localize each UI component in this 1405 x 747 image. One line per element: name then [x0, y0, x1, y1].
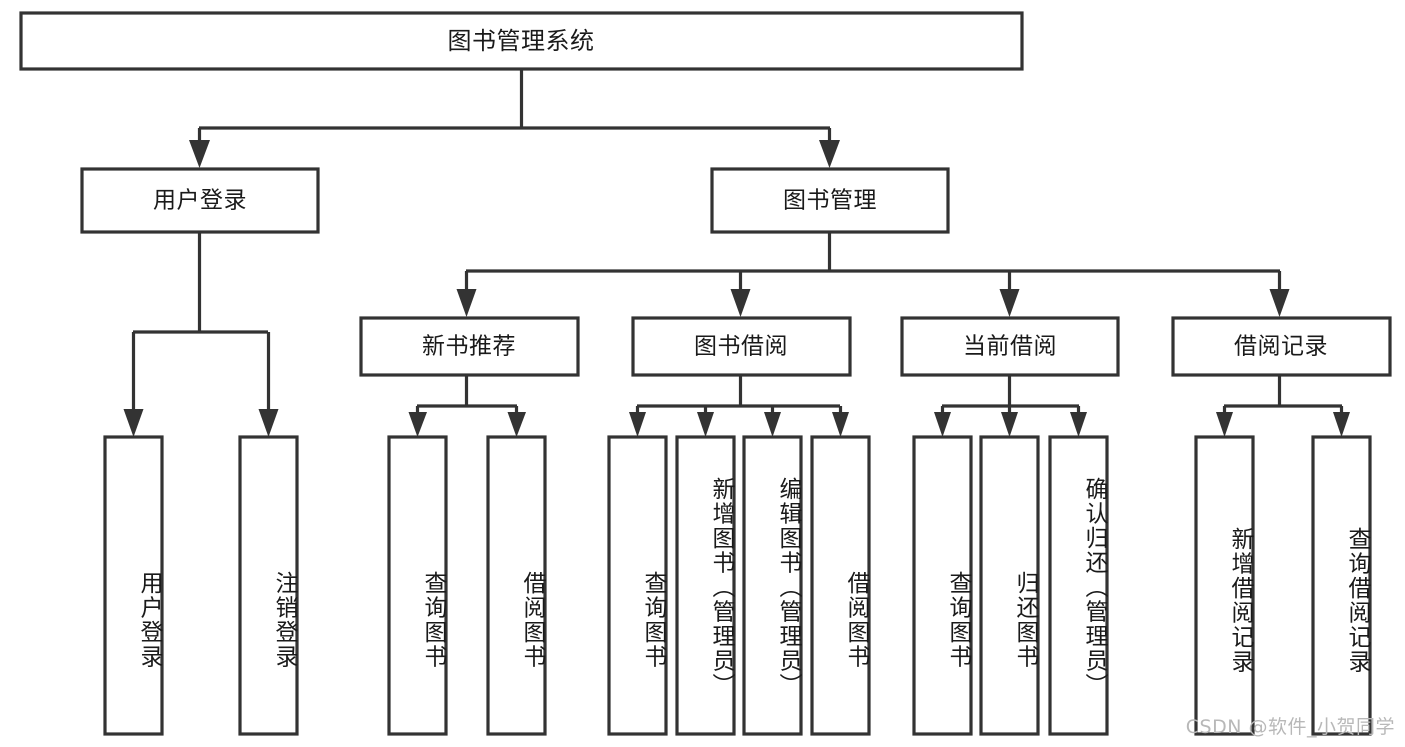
node-current-borrow-label: 当前借阅 [963, 334, 1057, 360]
leaf-box-user-login[interactable] [103, 435, 164, 736]
arrow-cb-to-leaf1 [934, 412, 951, 437]
leaf-box-return-book[interactable] [979, 435, 1040, 736]
csdn-watermark: CSDN @软件_小贺同学 [1185, 716, 1395, 738]
arrow-cb-to-leaf3 [1070, 412, 1087, 437]
arrow-bb-to-leaf1 [629, 412, 646, 437]
arrow-br-to-leaf2 [1333, 412, 1350, 437]
node-user-login[interactable]: 用户登录 [80, 167, 320, 234]
node-book-borrow-box[interactable] [631, 316, 852, 377]
arrow-bm-to-book-borrow [730, 289, 751, 317]
connector-group-user-login [123, 232, 279, 437]
leaf-box-add-record[interactable] [1194, 435, 1255, 736]
arrow-bm-to-current-borrow [999, 289, 1020, 317]
connector-group-current-borrow [934, 375, 1087, 437]
leaf-box-query-book-3[interactable] [912, 435, 973, 736]
arrow-root-to-user-login [189, 140, 210, 168]
arrow-bb-to-leaf3 [764, 412, 781, 437]
leaf-box-query-record[interactable] [1311, 435, 1372, 736]
leaf-box-logout[interactable] [238, 435, 299, 736]
node-new-book-rec-label: 新书推荐 [422, 334, 516, 360]
node-borrow-record[interactable]: 借阅记录 [1171, 316, 1392, 377]
node-book-borrow[interactable]: 图书借阅 [631, 316, 852, 377]
node-root[interactable]: 图书管理系统 [19, 11, 1024, 71]
arrow-user-login-to-leaf2 [258, 409, 279, 437]
arrow-cb-to-leaf2 [1001, 412, 1018, 437]
connector-group-root [189, 69, 840, 168]
arrow-user-login-to-leaf1 [123, 409, 144, 437]
node-current-borrow-box[interactable] [900, 316, 1120, 377]
node-user-login-label: 用户登录 [153, 188, 247, 214]
node-new-book-rec-box[interactable] [359, 316, 580, 377]
node-book-manage[interactable]: 图书管理 [710, 167, 950, 234]
node-user-login-box[interactable] [80, 167, 320, 234]
leaf-box-borrow-book-1[interactable] [486, 435, 547, 736]
arrow-bb-to-leaf2 [697, 412, 714, 437]
node-current-borrow[interactable]: 当前借阅 [900, 316, 1120, 377]
node-book-manage-box[interactable] [710, 167, 950, 234]
leaf-box-add-book[interactable] [675, 435, 736, 736]
node-new-book-rec[interactable]: 新书推荐 [359, 316, 580, 377]
leaf-box-confirm-return[interactable] [1048, 435, 1109, 736]
leaf-box-query-book-1[interactable] [387, 435, 448, 736]
arrow-nbr-to-leaf1 [408, 412, 427, 437]
arrow-bm-to-new-book [456, 289, 477, 317]
leaf-boxes [103, 435, 1372, 736]
node-borrow-record-label: 借阅记录 [1234, 334, 1328, 360]
node-root-label: 图书管理系统 [448, 27, 595, 55]
arrow-nbr-to-leaf2 [507, 412, 526, 437]
node-book-manage-label: 图书管理 [783, 188, 877, 214]
arrow-bb-to-leaf4 [832, 412, 849, 437]
leaf-box-borrow-book-2[interactable] [810, 435, 871, 736]
leaf-box-edit-book[interactable] [742, 435, 803, 736]
connector-group-new-book-rec [408, 375, 526, 437]
node-root-box[interactable] [19, 11, 1024, 71]
node-book-borrow-label: 图书借阅 [694, 334, 788, 360]
leaf-box-query-book-2[interactable] [607, 435, 668, 736]
arrow-root-to-book-manage [819, 140, 840, 168]
connector-group-borrow-record [1216, 375, 1350, 437]
connector-group-book-manage [456, 232, 1290, 317]
connector-group-book-borrow [629, 375, 849, 437]
arrow-br-to-leaf1 [1216, 412, 1233, 437]
arrow-bm-to-borrow-record [1269, 289, 1290, 317]
node-borrow-record-box[interactable] [1171, 316, 1392, 377]
